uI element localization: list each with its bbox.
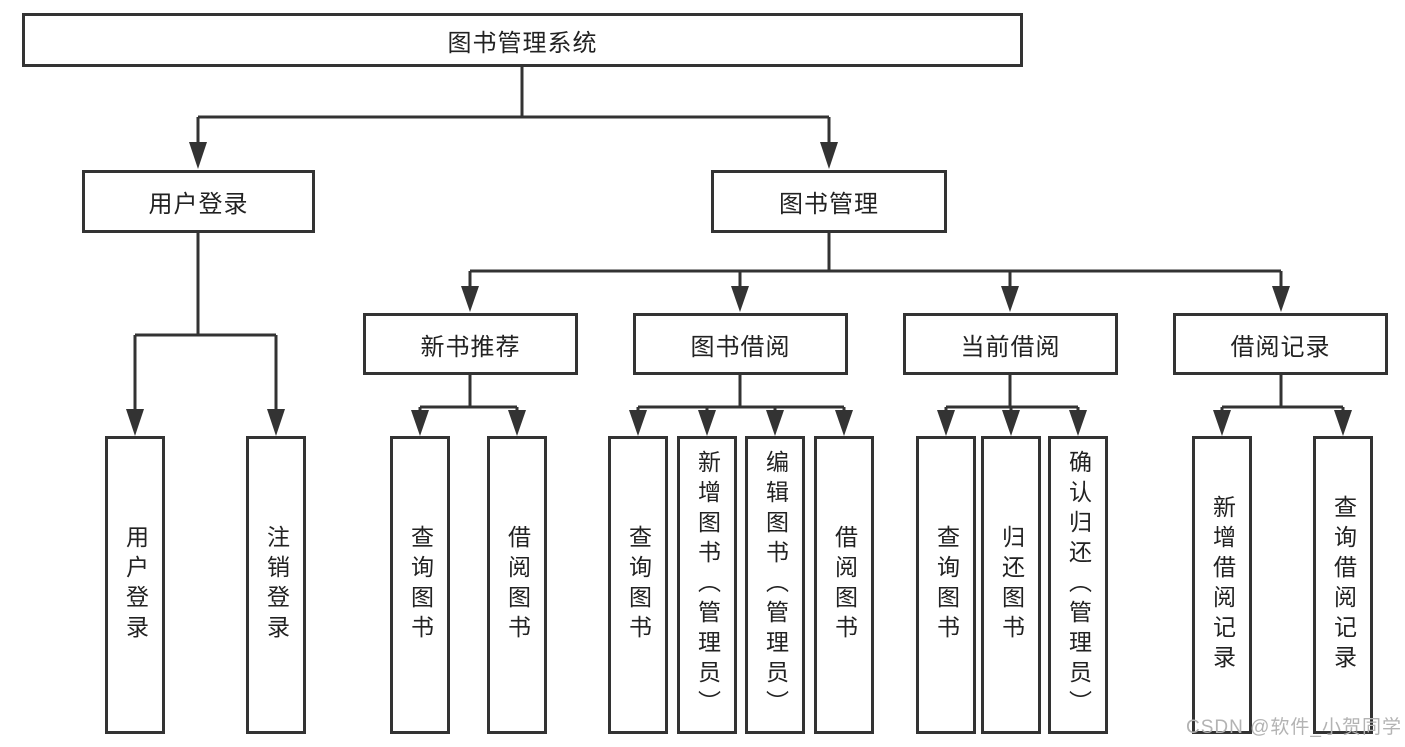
arrowheads-level2	[189, 142, 838, 169]
node-user-login: 用户登录	[82, 170, 315, 233]
leaf-borrow-books-label: 借阅图书	[831, 525, 858, 645]
leaf-add-borrow-record: 新增借阅记录	[1192, 436, 1252, 734]
leaf-query-books-current-label: 查询图书	[933, 525, 960, 645]
leaf-confirm-return-admin: 确认归还（管理员）	[1048, 436, 1108, 734]
node-root-system: 图书管理系统	[22, 13, 1023, 67]
node-current-borrow: 当前借阅	[903, 313, 1118, 375]
leaf-query-books-borrow-label: 查询图书	[625, 525, 652, 645]
arrowheads-leaf-row	[411, 410, 1352, 436]
connector-user-login-children	[133, 233, 278, 412]
connector-book-mgmt-children	[468, 233, 1283, 288]
node-current-borrow-label: 当前借阅	[960, 333, 1061, 361]
leaf-logout-label: 注销登录	[263, 525, 290, 645]
node-new-book-recommend-label: 新书推荐	[420, 333, 521, 361]
leaf-confirm-return-admin-label: 确认归还（管理员）	[1065, 450, 1092, 720]
leaf-user-login-label: 用户登录	[122, 525, 149, 645]
leaf-borrow-books-recommend: 借阅图书	[487, 436, 547, 734]
leaf-query-borrow-record-label: 查询借阅记录	[1330, 495, 1357, 675]
node-borrow-records: 借阅记录	[1173, 313, 1388, 375]
leaf-borrow-books-recommend-label: 借阅图书	[504, 525, 531, 645]
node-book-borrow-label: 图书借阅	[690, 333, 791, 361]
node-root-label: 图书管理系统	[447, 29, 598, 57]
arrowheads-book-mgmt-children	[461, 286, 1290, 312]
node-book-management: 图书管理	[711, 170, 947, 233]
leaf-edit-books-admin: 编辑图书（管理员）	[745, 436, 805, 734]
leaf-query-borrow-record: 查询借阅记录	[1313, 436, 1373, 734]
node-new-book-recommend: 新书推荐	[363, 313, 578, 375]
leaf-return-books: 归还图书	[981, 436, 1041, 734]
leaf-return-books-label: 归还图书	[998, 525, 1025, 645]
leaf-query-books-borrow: 查询图书	[608, 436, 668, 734]
leaf-query-books-current: 查询图书	[916, 436, 976, 734]
leaf-logout: 注销登录	[246, 436, 306, 734]
csdn-watermark: CSDN @软件_小贺同学	[1186, 717, 1402, 738]
node-user-login-label: 用户登录	[148, 191, 249, 218]
node-borrow-records-label: 借阅记录	[1230, 333, 1331, 361]
leaf-query-books-recommend: 查询图书	[390, 436, 450, 734]
node-book-borrow: 图书借阅	[633, 313, 848, 375]
leaf-edit-books-admin-label: 编辑图书（管理员）	[762, 450, 789, 720]
connector-level3-children	[418, 375, 1345, 414]
leaf-add-borrow-record-label: 新增借阅记录	[1209, 495, 1236, 675]
node-book-management-label: 图书管理	[779, 191, 879, 218]
arrowheads-user-login-children	[126, 409, 285, 436]
leaf-add-books-admin: 新增图书（管理员）	[677, 436, 737, 734]
leaf-query-books-recommend-label: 查询图书	[407, 525, 434, 645]
leaf-add-books-admin-label: 新增图书（管理员）	[694, 450, 721, 720]
connector-root-to-level2	[196, 67, 831, 146]
leaf-user-login: 用户登录	[105, 436, 165, 734]
leaf-borrow-books: 借阅图书	[814, 436, 874, 734]
